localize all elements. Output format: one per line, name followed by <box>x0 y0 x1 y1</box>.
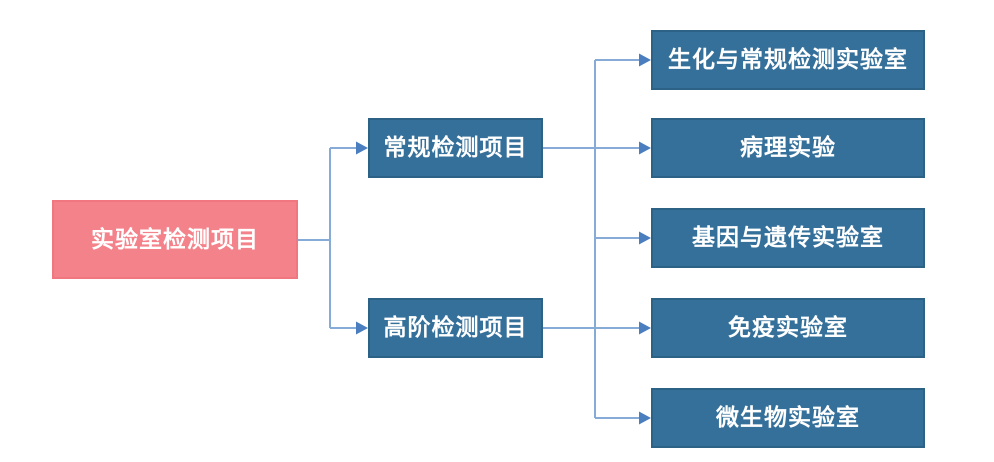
node-label: 基因与遗传实验室 <box>692 224 884 251</box>
node-label: 病理实验 <box>740 134 836 161</box>
node-label: 实验室检测项目 <box>91 225 259 252</box>
node-regular-test-items: 常规检测项目 <box>368 118 543 178</box>
arrow-head <box>639 321 651 335</box>
node-label: 高阶检测项目 <box>383 314 528 341</box>
arrow-head <box>356 321 368 335</box>
arrow-head <box>639 231 651 245</box>
node-label: 生化与常规检测实验室 <box>668 46 908 73</box>
node-gene-genetics-lab: 基因与遗传实验室 <box>651 208 925 268</box>
arrow-head <box>639 141 651 155</box>
node-label: 常规检测项目 <box>383 134 528 161</box>
arrow-head <box>356 141 368 155</box>
arrow-head <box>639 53 651 67</box>
node-biochem-routine-lab: 生化与常规检测实验室 <box>651 30 925 90</box>
node-immunology-lab: 免疫实验室 <box>651 298 925 358</box>
arrow-head <box>639 411 651 425</box>
node-lab-test-items-root: 实验室检测项目 <box>52 200 298 279</box>
node-label: 免疫实验室 <box>728 314 848 341</box>
node-advanced-test-items: 高阶检测项目 <box>368 298 543 358</box>
node-pathology-lab: 病理实验 <box>651 118 925 178</box>
node-label: 微生物实验室 <box>716 404 860 431</box>
node-microbiology-lab: 微生物实验室 <box>651 388 925 448</box>
